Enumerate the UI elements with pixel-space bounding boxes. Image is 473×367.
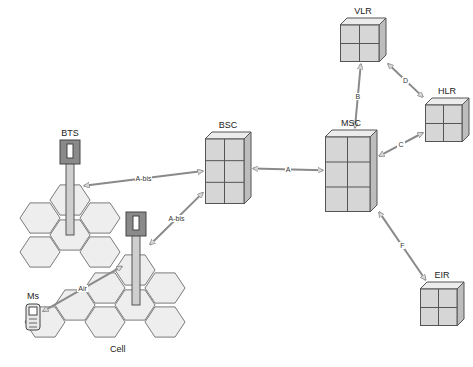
network-element-box-outline xyxy=(425,98,469,142)
interface-link xyxy=(379,212,426,280)
cell-hexagon xyxy=(145,273,185,303)
interface-label: A-bis xyxy=(168,215,186,222)
mobile-station-outline xyxy=(25,303,41,331)
cell-hexagon xyxy=(80,237,120,267)
mobile-station-shape xyxy=(25,303,41,331)
node-label: EIR xyxy=(434,270,449,280)
network-element-box: VLR xyxy=(340,18,386,62)
bts-tower-shape xyxy=(124,212,148,305)
node-label: BTS xyxy=(61,128,79,138)
network-element-box-shape xyxy=(205,132,251,204)
bts-tower xyxy=(124,212,148,305)
network-element-box: BSC xyxy=(205,132,251,204)
cell-hexagon xyxy=(145,307,185,337)
node-label: Ms xyxy=(27,291,39,301)
network-element-box-shape xyxy=(420,282,464,326)
network-element-box-outline xyxy=(325,130,377,212)
network-element-box: HLR xyxy=(425,98,469,142)
interface-label: A-bis xyxy=(135,175,153,182)
cell-hexagon xyxy=(20,237,60,267)
interface-link xyxy=(388,64,423,97)
node-label: HLR xyxy=(438,86,456,96)
network-element-box-outline xyxy=(340,18,386,62)
interface-link xyxy=(43,266,122,311)
interface-link xyxy=(379,133,423,156)
node-label: MSC xyxy=(341,118,361,128)
interface-label: B xyxy=(355,93,362,100)
bts-tower-shape xyxy=(58,140,82,235)
interface-link xyxy=(150,193,203,245)
interface-label: F xyxy=(399,242,405,249)
mobile-station: Ms xyxy=(25,303,41,331)
network-element-box-shape xyxy=(325,130,377,212)
node-label: BSC xyxy=(219,120,238,130)
bts-tower-outline xyxy=(124,212,148,305)
node-label: VLR xyxy=(354,6,372,16)
network-element-box-shape xyxy=(425,98,469,142)
interface-label: C xyxy=(397,141,404,148)
network-element-box-shape xyxy=(340,18,386,62)
bts-tower-outline xyxy=(58,140,82,235)
network-element-box-outline xyxy=(420,282,464,326)
network-element-box: EIR xyxy=(420,282,464,326)
network-element-box: MSC xyxy=(325,130,377,212)
interface-label: D xyxy=(402,77,409,84)
network-element-box-outline xyxy=(205,132,251,204)
interface-label: Air xyxy=(77,285,88,292)
interface-link xyxy=(84,171,203,186)
cell-label: Cell xyxy=(110,344,126,354)
interface-label: A xyxy=(285,166,292,173)
bts-tower: BTS xyxy=(58,140,82,235)
